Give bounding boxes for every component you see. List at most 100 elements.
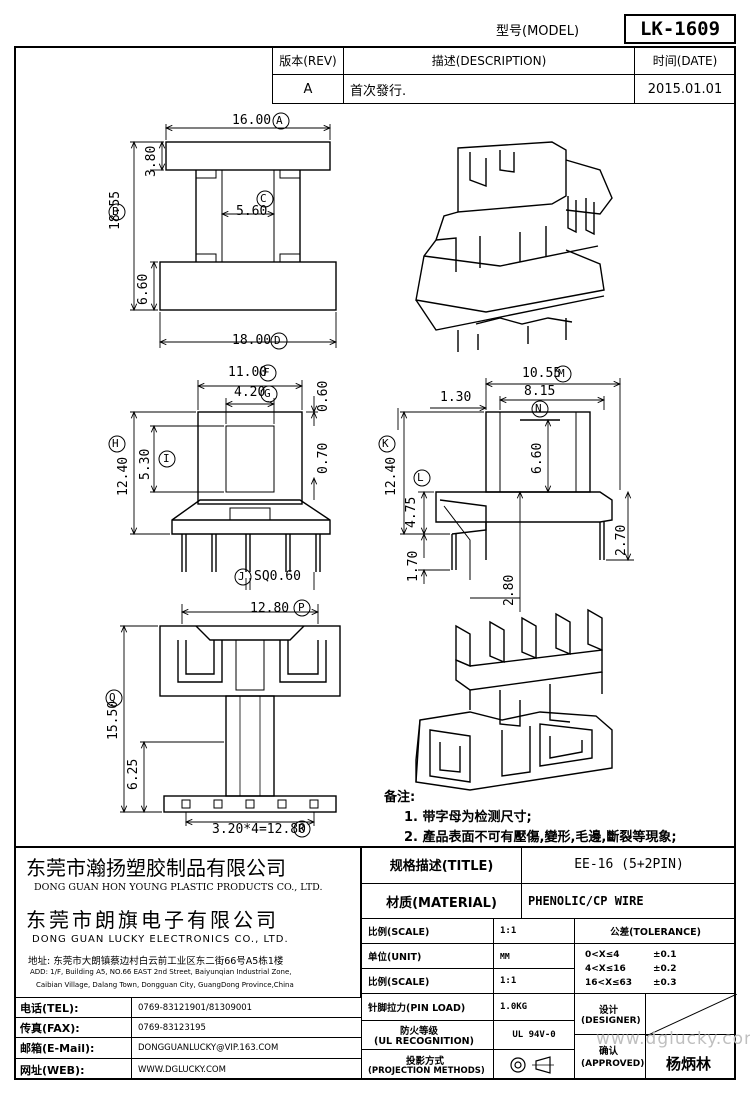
spec-block: 规格描述(TITLE) EE-16 (5+2PIN) 材质(MATERIAL) … [362,846,737,1080]
contact-table: 电话(TEL): 0769-83121901/81309001 传真(FAX):… [14,997,362,1080]
dim-base-height: 6.60 [136,273,151,305]
note-2: 2. 產品表面不可有壓傷,變形,毛邊,斷裂等現象; [404,830,677,845]
dim-f: 11.00 [228,365,268,380]
dim-p-tag: P [298,601,305,614]
tel-label: 电话(TEL): [14,997,132,1018]
ul-value-text: UL 94V-0 [512,1030,556,1040]
tolerance-range-1: 0<X≤4 [585,950,620,960]
projection-symbol [493,1049,575,1080]
company-name-cn-1: 东莞市瀚扬塑胶制品有限公司 [26,856,286,880]
dim-top-height: 3.80 [144,145,159,177]
tolerance-range-2: 4<X≤16 [585,964,626,974]
scale-label-text: 比例(SCALE) [368,927,430,938]
tolerance-value-1: ±0.1 [653,950,677,960]
title-value: EE-16 (5+2PIN) [521,846,736,884]
material-label-text: 材质(MATERIAL) [386,895,497,911]
dim-i-tag: I [163,452,170,465]
approved-label-en: (APPROVED) [581,1059,645,1069]
dim-d: 18.00 [232,333,272,348]
dim-a-tag: A [276,114,283,127]
web-value: WWW.DGLUCKY.COM [131,1058,362,1080]
dim-i: 5.30 [138,448,153,480]
dim-pitch: 3.20*4=12.80 [212,822,306,837]
dim-b: 18.55 [108,190,123,230]
pin-load-label-text: 针脚拉力(PIN LOAD) [368,1003,466,1014]
isometric-view-top [415,141,613,352]
fax-value-text: 0769-83123195 [138,1022,206,1033]
approved-label-cn: 确认 [599,1046,619,1057]
rev-header-text: 版本(REV) [279,54,337,68]
ul-label-en: (UL RECOGNITION) [374,1036,474,1047]
date-header-text: 时间(DATE) [652,54,718,68]
dim-c: 5.60 [236,204,268,219]
dim-270: 2.70 [614,524,629,556]
material-value: PHENOLIC/CP WIRE [521,883,736,919]
model-number: LK-1609 [639,18,721,40]
fax-label-text: 传真(FAX): [20,1021,80,1035]
fax-value: 0769-83123195 [131,1017,362,1038]
dim-l: 4.75 [404,496,419,528]
dim-n: 8.15 [524,384,556,399]
projection-symbol-icon [510,1056,554,1074]
web-label: 网址(WEB): [14,1058,132,1080]
title-label-text: 规格描述(TITLE) [389,859,494,874]
dim-n-tag: N [535,402,542,415]
tolerance-table: 0<X≤4 ±0.1 4<X≤16 ±0.2 16<X≤63 ±0.3 [574,943,736,994]
date-value: 2015.01.01 [647,81,723,97]
dim-k-tag: K [382,437,389,450]
ul-label: 防火等级 (UL RECOGNITION) [362,1020,494,1050]
front-view [159,141,337,311]
dim-pitch-tag: R [298,822,305,835]
technical-drawing [105,112,634,838]
scale2-value-text: 1:1 [500,976,517,986]
tel-value-text: 0769-83121901/81309001 [138,1002,253,1013]
designer-diagonal [646,994,737,1036]
scale-value: 1:1 [493,918,575,944]
dim-060: 0.60 [316,380,331,412]
company-name-en-2: DONG GUAN LUCKY ELECTRONICS CO., LTD. [32,934,289,945]
web-value-text: WWW.DGLUCKY.COM [138,1064,226,1075]
dim-280: 2.80 [502,574,517,606]
dim-l-tag: L [417,471,424,484]
company-address-cn: 地址: 东莞市大朗镇蔡边村白云前工业区东二街66号A5栋1楼 [28,956,284,967]
unit-value: MM [493,943,575,969]
title-label: 规格描述(TITLE) [362,846,522,884]
side-view-left [171,411,331,572]
dim-g: 4.20 [234,385,266,400]
unit-value-text: MM [500,951,510,961]
mail-value-text: DONGGUANLUCKY@VIP.163.COM [138,1043,279,1053]
scale2-label: 比例(SCALE) [362,968,494,994]
date-cell: 2015.01.01 [634,74,736,104]
unit-label-text: 单位(UNIT) [368,952,422,963]
watermark: www.dglucky.com [596,1029,750,1049]
designer-label-cn: 设计 [599,1005,619,1016]
mail-label-text: 邮箱(E-Mail): [20,1042,95,1055]
dim-j: SQ0.60 [254,569,301,584]
dim-f-tag: F [263,366,270,379]
tolerance-value-3: ±0.3 [653,978,677,988]
ul-label-cn: 防火等级 [400,1026,439,1037]
scale2-value: 1:1 [493,968,575,994]
dim-130: 1.30 [440,390,472,405]
rev-value: A [303,81,313,97]
company-block [14,846,362,998]
model-label: 型号(MODEL) [496,24,580,39]
dim-q: 15.50 [106,700,121,740]
pin-load-value: 1.0KG [493,993,575,1021]
pin-load-label: 针脚拉力(PIN LOAD) [362,993,494,1021]
tolerance-range-3: 16<X≤63 [585,978,633,988]
revision-table: 版本(REV) 描述(DESCRIPTION) 时间(DATE) A 首次發行.… [272,46,736,104]
dim-m-tag: M [558,367,565,380]
web-label-text: 网址(WEB): [20,1063,85,1077]
isometric-view-bottom [415,608,613,791]
tolerance-value-2: ±0.2 [653,964,677,974]
material-value-text: PHENOLIC/CP WIRE [528,894,644,908]
dim-d-tag: D [274,334,281,347]
projection-label-cn: 投影方式 [406,1056,445,1067]
dim-p: 12.80 [250,601,290,616]
company-name-cn-2: 东莞市朗旗电子有限公司 [26,908,279,932]
dim-m: 10.55 [522,366,562,381]
projection-label: 投影方式 (PROJECTION METHODS) [362,1049,494,1080]
desc-value: 首次發行. [350,83,407,99]
dim-h: 12.40 [116,456,131,496]
